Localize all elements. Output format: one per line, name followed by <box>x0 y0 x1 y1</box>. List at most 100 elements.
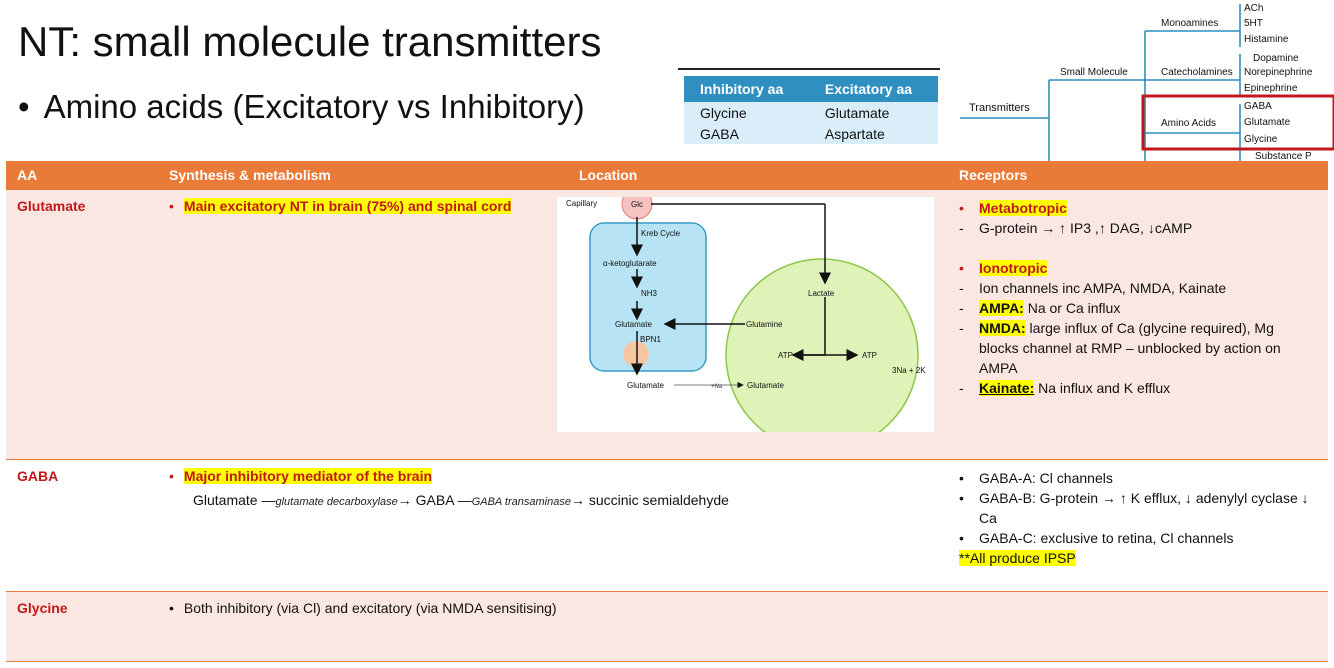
aa-cell: Glycine <box>684 102 809 124</box>
diagram-label: Glutamate <box>627 381 664 390</box>
diagram-svg: Capillary Glc Kreb Cycle α-ketoglutarate… <box>566 188 926 452</box>
table-row: GABA • Major inhibitory mediator of the b… <box>6 459 1328 592</box>
diagram-label: Capillary <box>566 199 597 208</box>
dash: - <box>959 320 964 336</box>
aa-cell: Aspartate <box>808 123 938 144</box>
ampa-label: AMPA: <box>979 300 1024 316</box>
ionotropic-label: Ionotropic <box>979 260 1048 276</box>
tree-leaf: GABA <box>1244 101 1272 112</box>
aa-name-gaba: GABA <box>17 468 59 484</box>
ion-channels-desc: Ion channels inc AMPA, NMDA, Kainate <box>979 280 1227 296</box>
glutamate-synthesis: Main excitatory NT in brain (75%) and sp… <box>183 198 512 214</box>
tree-monoamines-label: Monoamines <box>1161 18 1219 29</box>
bullet: • <box>959 200 964 216</box>
tree-leaf: Glycine <box>1244 134 1278 145</box>
glycine-synthesis: Both inhibitory (via Cl) and excitatory … <box>183 600 557 616</box>
gaba-synthesis: Major inhibitory mediator of the brain <box>183 468 433 484</box>
bpn1-circle <box>623 341 649 367</box>
aa-cell: GABA <box>684 123 809 144</box>
kainate-desc: Na influx and K efflux <box>1034 380 1171 396</box>
diagram-label: Glutamate <box>747 381 784 390</box>
metabotropic-desc: G-protein → ↑ IP3 ,↑ DAG, ↓cAMP <box>979 220 1193 236</box>
tree-leaf: Dopamine <box>1253 53 1299 64</box>
aa-name-glycine: Glycine <box>17 600 68 616</box>
diagram-label: BPN1 <box>640 335 661 344</box>
gaba-receptor-list: • GABA-A: Cl channels • GABA-B: G-protein … <box>959 468 1317 548</box>
diagram-label: α-ketoglutarate <box>603 259 657 268</box>
bullet: • <box>169 468 174 484</box>
col-header-location: Location <box>568 161 948 190</box>
pathway-arrow: — <box>457 492 472 508</box>
diagram-label: Glutamine <box>746 320 783 329</box>
tree-leaf: Histamine <box>1244 34 1289 45</box>
diagram-label: Glc <box>631 200 643 209</box>
slide-subtitle: • Amino acids (Excitatory vs Inhibitory) <box>18 88 585 126</box>
pathway-product: succinic semialdehyde <box>588 492 729 508</box>
slide-title: NT: small molecule transmitters <box>18 18 602 65</box>
pathway-arrow: → <box>570 492 589 508</box>
kainate-label: Kainate: <box>979 380 1035 396</box>
aa-name-glutamate: Glutamate <box>17 198 86 214</box>
title-divider <box>678 68 940 70</box>
aa-header-inhibitory: Inhibitory aa <box>684 76 809 103</box>
tree-leaf: Substance P <box>1255 151 1312 162</box>
bullet: • <box>959 530 964 546</box>
dash: - <box>959 280 964 296</box>
amino-acid-highlight-box <box>1141 94 1334 151</box>
pathway-enzyme: glutamate decarboxylase <box>275 496 398 508</box>
aa-cell: Glutamate <box>808 102 938 124</box>
gaba-receptor: GABA-A: Cl channels <box>979 470 1113 486</box>
tree-amino-acids-label: Amino Acids <box>1161 118 1217 129</box>
pathway-enzyme: GABA transaminase <box>471 496 571 508</box>
diagram-label: Glutamate <box>615 320 652 329</box>
tree-small-molecule-label: Small Molecule <box>1060 67 1128 78</box>
table-row: Glycine • Both inhibitory (via Cl) and ex… <box>6 591 1328 662</box>
tree-catecholamines-label: Catecholamines <box>1161 67 1233 78</box>
pathway-arrow: — <box>261 492 276 508</box>
tree-leaf: ACh <box>1244 3 1264 14</box>
aa-header-excitatory: Excitatory aa <box>808 76 938 103</box>
ipsp-note: **All produce IPSP <box>959 550 1076 566</box>
diagram-label: 3Na + 2K <box>892 366 926 375</box>
subtitle-text: Amino acids (Excitatory vs Inhibitory) <box>43 88 585 125</box>
astrocyte-circle <box>725 258 919 452</box>
bullet: • <box>959 490 964 506</box>
diagram-label: ATP <box>778 351 793 360</box>
transmitter-tree: Transmitters Small Molecule Monoamines C… <box>955 0 1334 162</box>
bullet: • <box>169 198 174 214</box>
diagram-label: Lactate <box>808 289 835 298</box>
bullet: • <box>959 260 964 276</box>
tree-leaf: Glutamate <box>1244 117 1291 128</box>
col-header-aa: AA <box>6 161 158 190</box>
col-header-synthesis: Synthesis & metabolism <box>158 161 568 190</box>
glutamate-location-diagram: Capillary Glc Kreb Cycle α-ketoglutarate… <box>557 188 934 452</box>
tree-lines <box>960 4 1334 162</box>
dash: - <box>959 380 964 396</box>
neuron-box <box>589 222 707 372</box>
bullet: • <box>169 600 174 616</box>
gaba-receptor: GABA-B: G-protein → ↑ K efflux, ↓ adenyl… <box>979 490 1309 526</box>
tree-leaf: Norepinephrine <box>1244 67 1313 78</box>
pathway-substrate: Glutamate <box>193 492 258 508</box>
amino-acid-table: Inhibitory aa Excitatory aa Glycine Glut… <box>684 76 938 144</box>
tree-leaf: 5HT <box>1244 18 1263 29</box>
diagram-label: NH3 <box>641 289 658 298</box>
diagram-label: +Na <box>711 384 723 390</box>
gaba-pathway: Glutamate —glutamate decarboxylase→ GABA… <box>193 492 729 508</box>
ampa-desc: Na or Ca influx <box>1023 300 1121 316</box>
nmda-label: NMDA: <box>979 320 1026 336</box>
tree-root-label: Transmitters <box>969 102 1030 114</box>
gaba-receptor: GABA-C: exclusive to retina, Cl channels <box>979 530 1234 546</box>
col-header-receptors: Receptors <box>948 161 1328 190</box>
pathway-product: GABA <box>415 492 454 508</box>
diagram-label: ATP <box>862 351 877 360</box>
dash: - <box>959 220 964 236</box>
pathway-arrow: → <box>397 492 416 508</box>
glutamate-receptor-list: •Metabotropic -G-protein → ↑ IP3 ,↑ DAG,… <box>959 198 1317 398</box>
bullet: • <box>959 470 964 486</box>
dash: - <box>959 300 964 316</box>
nmda-desc: large influx of Ca (glycine required), M… <box>979 320 1281 376</box>
diagram-label: Kreb Cycle <box>641 229 681 238</box>
subtitle-bullet: • <box>18 88 30 125</box>
metabotropic-label: Metabotropic <box>979 200 1067 216</box>
